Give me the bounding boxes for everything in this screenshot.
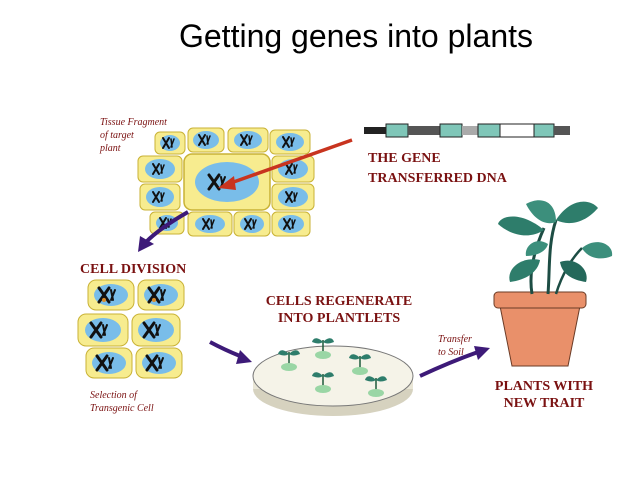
the-gene-label: THE GENE xyxy=(368,151,441,166)
transferred-dna-label: TRANSFERRED DNA xyxy=(368,171,507,186)
transfer-label: Transfer to Soil xyxy=(438,334,472,358)
arrow-icon xyxy=(218,138,353,190)
arrow-icon xyxy=(209,340,252,364)
petri-dish-icon xyxy=(252,345,414,416)
arrow-icon xyxy=(419,346,490,378)
potted-plant-icon xyxy=(493,200,613,367)
arrow-icon xyxy=(138,210,189,252)
dna-strand-icon xyxy=(364,123,570,138)
page-title: Getting genes into plants xyxy=(178,18,533,54)
cells-regenerate-label: CELLS REGENERATE INTO PLANTLETS xyxy=(265,294,413,326)
tissue-fragment-label: Tissue Fragment of target plant xyxy=(100,117,167,154)
cell-division-label: CELL DIVISION xyxy=(80,262,187,277)
dividing-cells xyxy=(77,279,185,379)
plants-new-trait-label: PLANTS WITH NEW TRAIT xyxy=(494,379,594,411)
selection-label: Selection of Transgenic Cell xyxy=(90,390,154,414)
